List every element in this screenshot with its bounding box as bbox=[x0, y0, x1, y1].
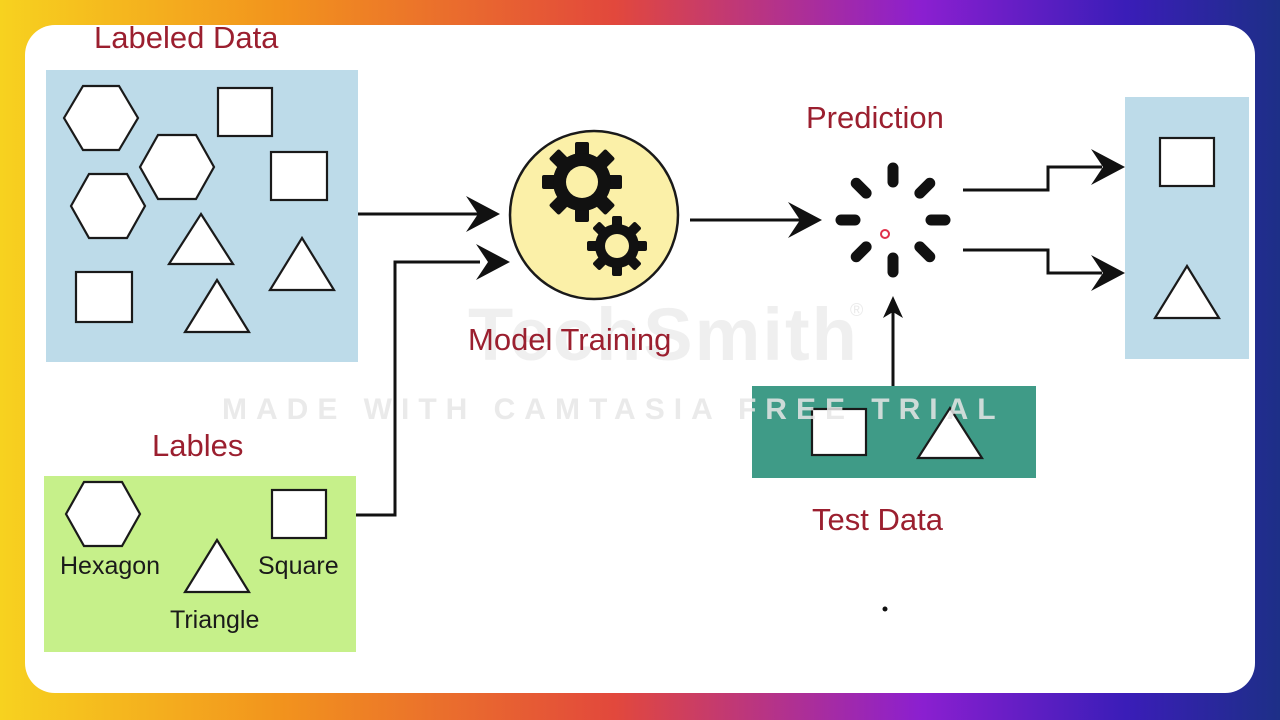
triangle-shape bbox=[915, 405, 985, 460]
square-shape bbox=[810, 407, 868, 457]
model-training-label: Model Training bbox=[468, 322, 672, 357]
hexagon-shape bbox=[64, 480, 142, 548]
loading-spinner-icon bbox=[835, 162, 951, 278]
arrow-labels-to-model bbox=[356, 260, 480, 517]
arrow-icon bbox=[466, 196, 500, 232]
test-data-label: Test Data bbox=[812, 502, 943, 537]
triangle-shape bbox=[1153, 263, 1221, 320]
triangle-shape bbox=[183, 277, 251, 334]
triangle-shape bbox=[166, 211, 236, 266]
square-label: Square bbox=[258, 552, 339, 580]
arrow-icon bbox=[1091, 149, 1125, 185]
square-shape bbox=[269, 150, 329, 202]
arrow-icon bbox=[788, 202, 822, 238]
hexagon-label: Hexagon bbox=[60, 552, 161, 580]
square-shape bbox=[74, 270, 134, 324]
triangle-shape bbox=[268, 235, 336, 292]
arrow-prediction-to-square bbox=[963, 165, 1102, 192]
labeled-data-title: Labeled Data bbox=[94, 20, 279, 55]
watermark-logo: TechSmith bbox=[468, 293, 859, 376]
hexagon-shape bbox=[62, 84, 140, 152]
gear-icon bbox=[542, 142, 622, 222]
test-data-box bbox=[752, 386, 1036, 478]
arrow-icon bbox=[476, 244, 510, 280]
watermark-overlay-text: MADE WITH CAMTASIA FREE TRIAL bbox=[222, 393, 1005, 426]
square-shape bbox=[1158, 136, 1216, 188]
small-dot bbox=[882, 606, 888, 612]
square-shape bbox=[270, 488, 328, 540]
square-shape bbox=[216, 86, 274, 138]
prediction-label: Prediction bbox=[806, 100, 944, 135]
hexagon-shape bbox=[69, 172, 147, 240]
hexagon-shape bbox=[138, 133, 216, 201]
arrow-icon bbox=[1091, 255, 1125, 291]
arrow-prediction-to-triangle bbox=[963, 248, 1102, 275]
labels-title: Lables bbox=[152, 428, 244, 463]
cursor-dot bbox=[880, 229, 890, 239]
triangle-shape bbox=[183, 537, 251, 594]
arrow-icon bbox=[883, 296, 903, 318]
output-box bbox=[1125, 97, 1249, 359]
triangle-label: Triangle bbox=[170, 606, 260, 634]
gear-icon bbox=[587, 216, 647, 276]
watermark-registered-mark: ® bbox=[850, 300, 864, 320]
